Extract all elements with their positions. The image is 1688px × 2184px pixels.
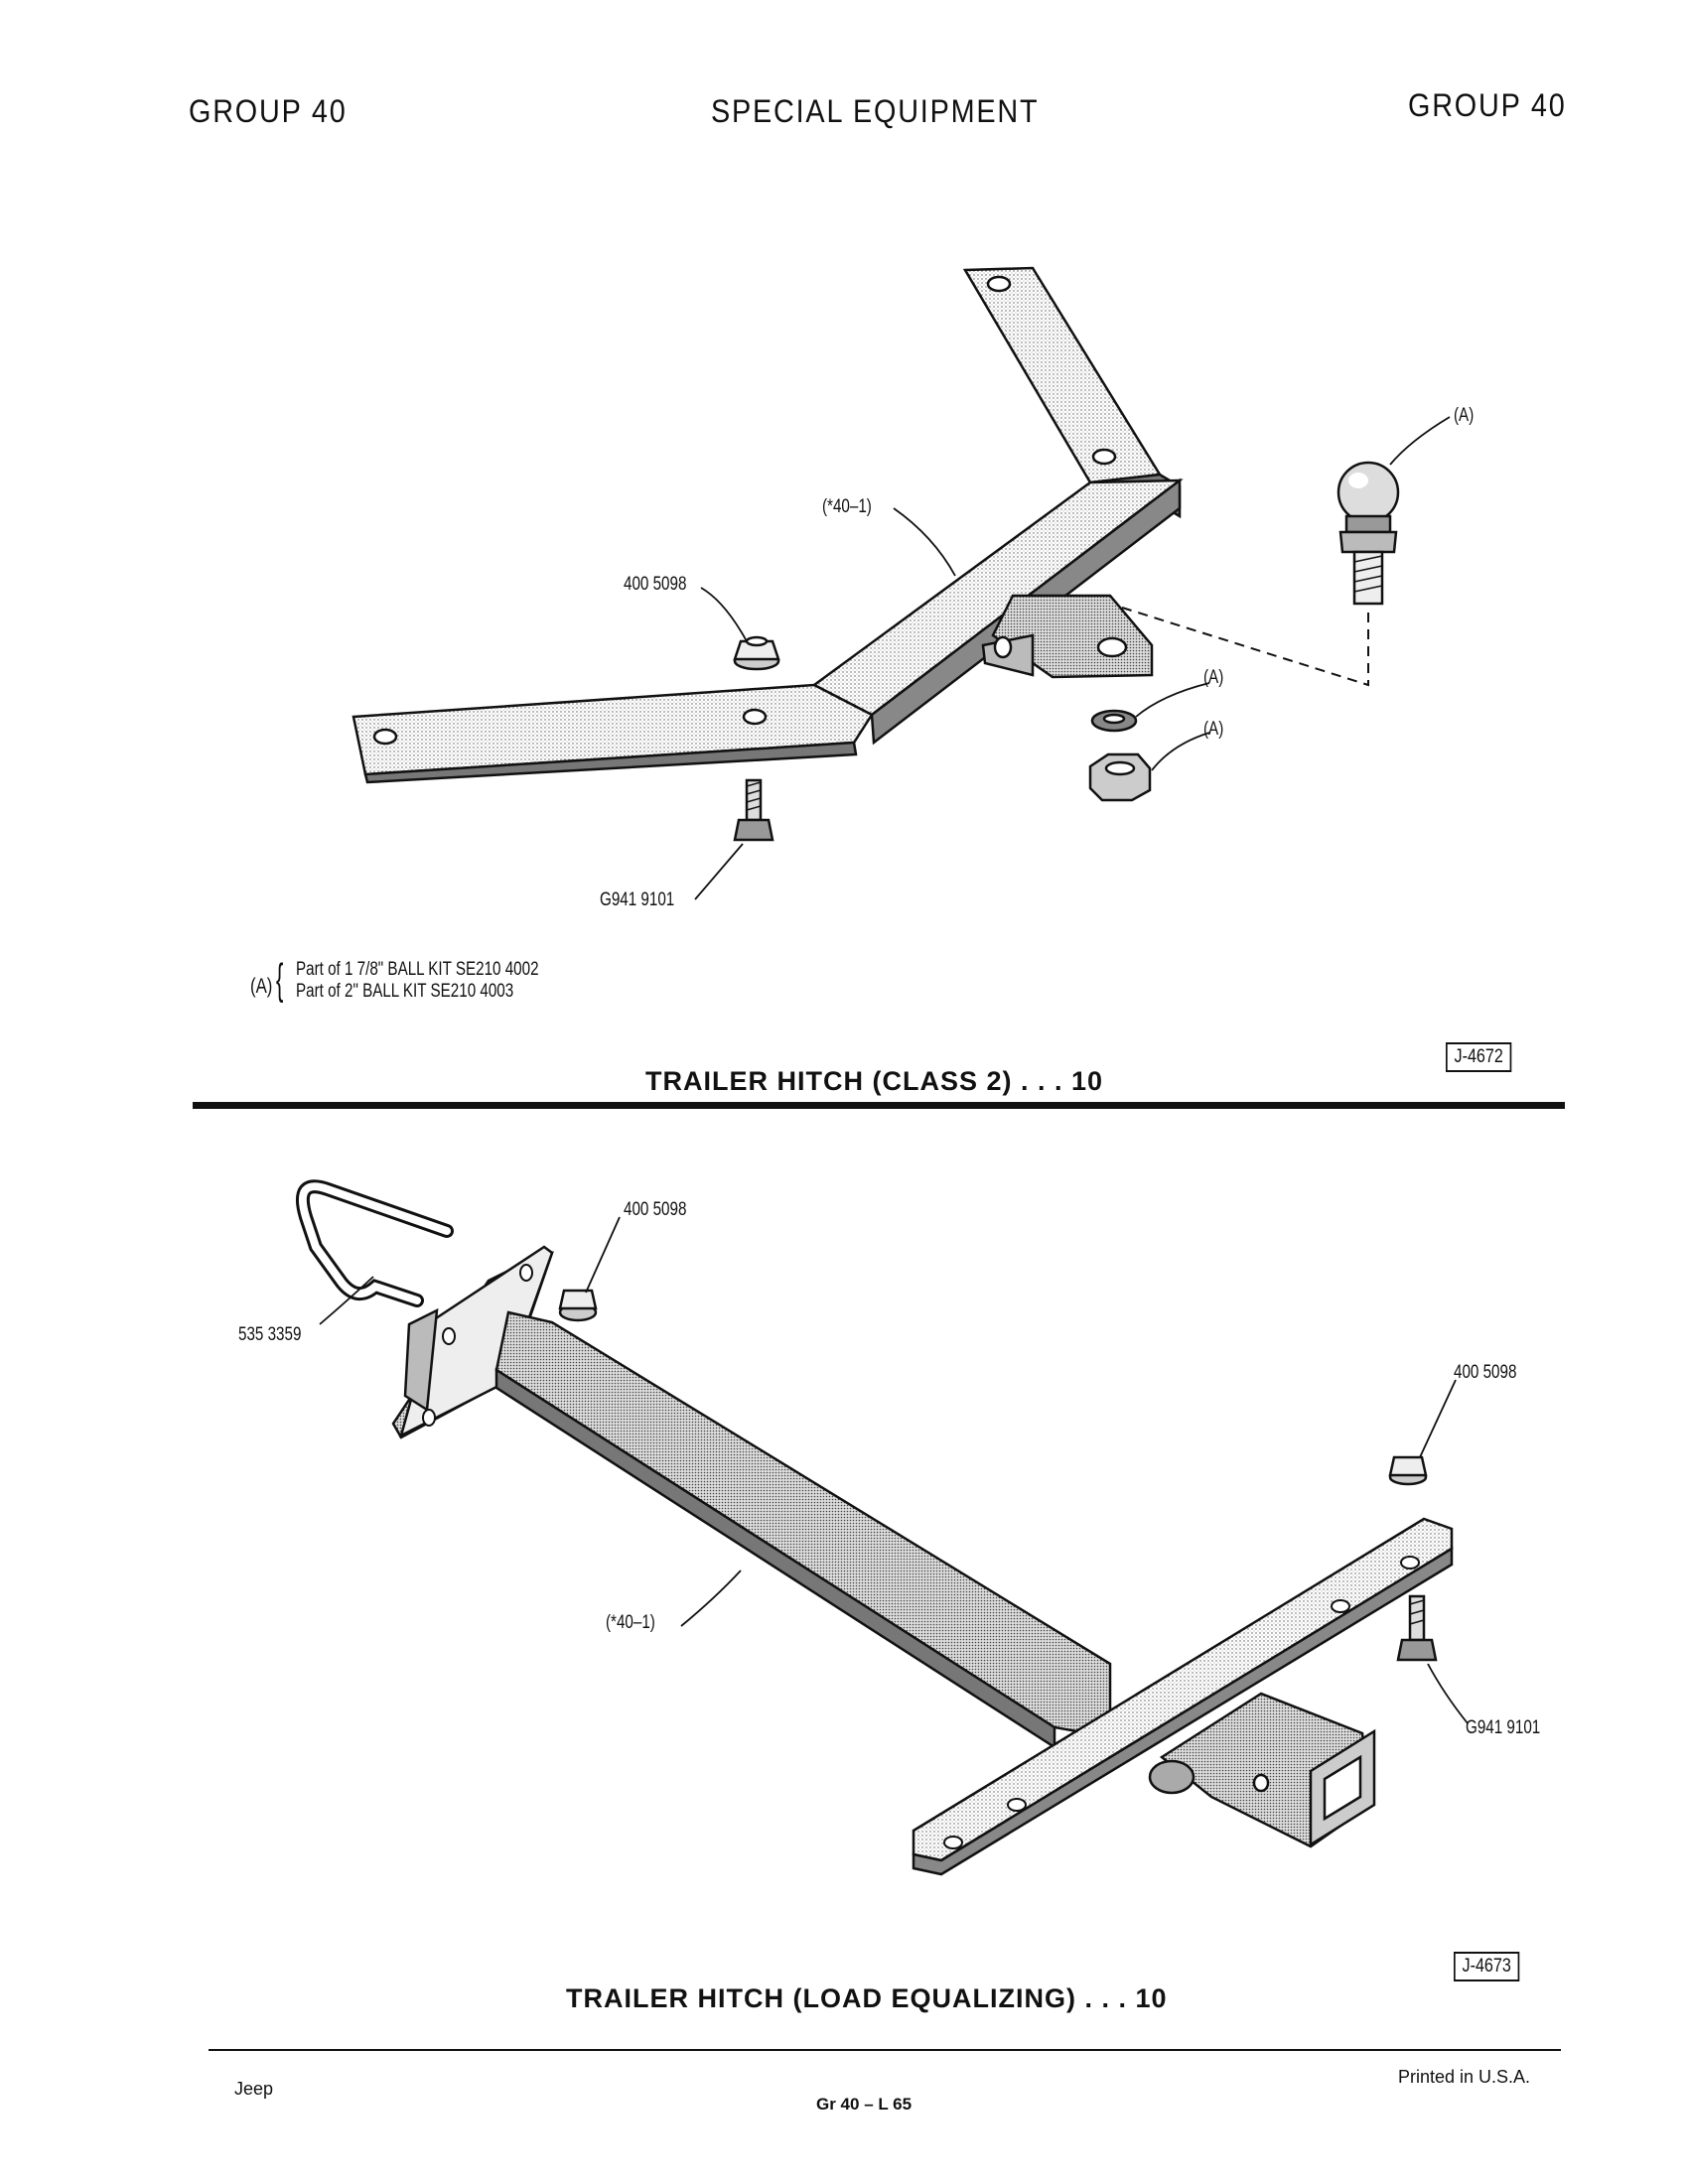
section-divider [193, 1102, 1565, 1109]
hex-nut [1088, 752, 1152, 802]
right-flange-nut [1388, 1455, 1428, 1486]
callout-ubolt: 535 3359 [238, 1324, 302, 1345]
footer-brand: Jeep [234, 2079, 274, 2099]
class2-leader-lines [694, 416, 1451, 900]
header-title: SPECIAL EQUIPMENT [711, 93, 1040, 129]
assembly-dashed-line [1121, 607, 1369, 687]
mounting-plate-holes [422, 1264, 533, 1427]
footer-rule [209, 2049, 1561, 2051]
u-bolt [295, 1179, 454, 1307]
load-equalizing-leader-lines [319, 1216, 1469, 1724]
footer-printed: Printed in U.S.A. [1398, 2067, 1531, 2087]
class2-bolt [733, 778, 774, 842]
callout-bolt-1: G941 9101 [600, 889, 675, 910]
callout-part-main-1: (*40–1) [822, 496, 872, 517]
left-flange-nut [558, 1289, 598, 1322]
figure-number-1: J-4672 [1446, 1042, 1512, 1072]
figure-number-2: J-4673 [1454, 1952, 1520, 1981]
class2-hitch-drawing [352, 266, 1184, 784]
callout-nut-left: 400 5098 [624, 1199, 687, 1220]
note-line-1: Part of 1 7/8" BALL KIT SE210 4002 [296, 959, 539, 980]
load-equalizing-shank [494, 1310, 1112, 1750]
receiver-tube [1148, 1692, 1376, 1848]
hitch-ball [1336, 461, 1400, 606]
callout-ball: (A) [1454, 405, 1475, 426]
right-bolt [1396, 1594, 1438, 1662]
callout-nut-1: 400 5098 [624, 574, 687, 595]
load-equalizing-crossbar [912, 1517, 1454, 1876]
lock-washer [1090, 709, 1138, 733]
footer-page: Gr 40 – L 65 [816, 2095, 913, 2114]
callout-hexnut: (A) [1203, 719, 1224, 740]
class2-bolt-holes [372, 275, 1128, 746]
crossbar-holes [943, 1556, 1420, 1849]
note-marker: (A) [250, 975, 273, 998]
header-group-right: GROUP 40 [1408, 87, 1567, 123]
callout-washer: (A) [1203, 667, 1224, 688]
note-brace: { [276, 955, 284, 1004]
header-group-left: GROUP 40 [189, 93, 348, 129]
figure-title-2: TRAILER HITCH (LOAD EQUALIZING) . . . 10 [566, 1983, 1168, 2013]
callout-nut-right: 400 5098 [1454, 1362, 1517, 1383]
note-line-2: Part of 2" BALL KIT SE210 4003 [296, 981, 514, 1002]
figure-title-1: TRAILER HITCH (CLASS 2) . . . 10 [645, 1066, 1104, 1096]
callout-bolt-2: G941 9101 [1466, 1717, 1541, 1738]
class2-flange-nut [733, 635, 780, 671]
callout-part-main-2: (*40–1) [606, 1612, 655, 1633]
